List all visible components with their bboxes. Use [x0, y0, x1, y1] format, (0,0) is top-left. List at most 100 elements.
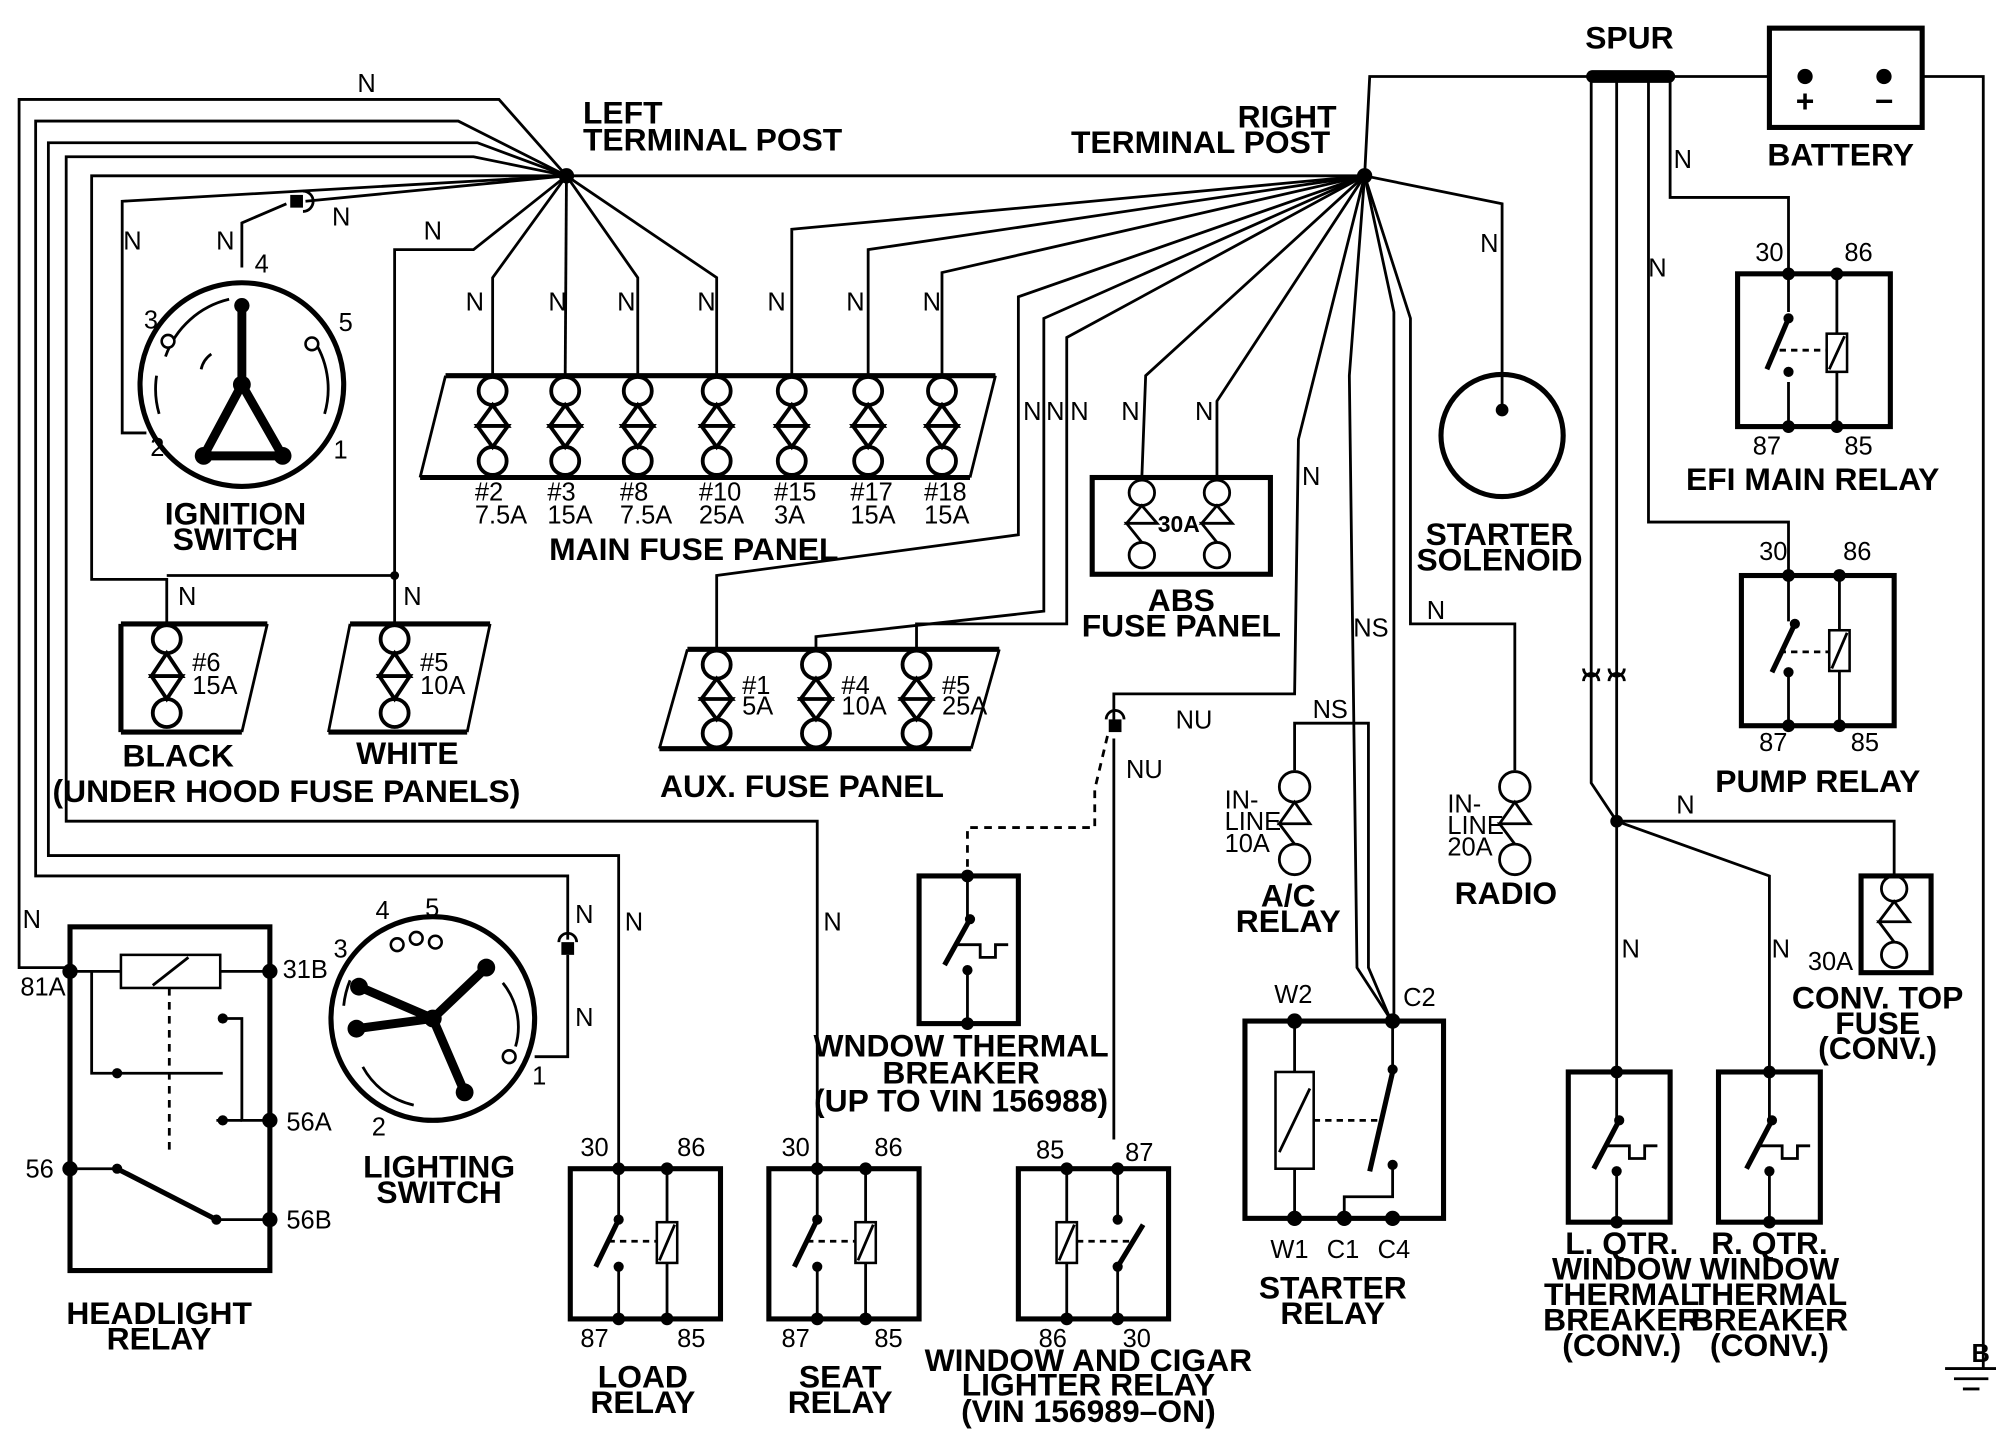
svg-text:IGNITION: IGNITION: [165, 496, 306, 532]
svg-text:BREAKER: BREAKER: [1543, 1301, 1700, 1337]
fuse-id: #10: [699, 478, 741, 506]
svg-text:NU: NU: [1176, 706, 1213, 734]
svg-text:(VIN 156989–ON): (VIN 156989–ON): [961, 1393, 1216, 1429]
fuse: #87.5A: [618, 375, 672, 529]
svg-text:(UP TO VIN 156988): (UP TO VIN 156988): [814, 1082, 1108, 1118]
abs-fuse: 30A: [1123, 478, 1236, 570]
svg-text:N: N: [123, 228, 141, 256]
fuse-id: #8: [620, 478, 648, 506]
svg-text:IN-: IN-: [1225, 786, 1259, 814]
svg-text:CONV. TOP: CONV. TOP: [1792, 979, 1964, 1015]
svg-text:N: N: [1302, 463, 1320, 491]
svg-text:N: N: [697, 289, 715, 317]
svg-text:AUX. FUSE PANEL: AUX. FUSE PANEL: [660, 768, 944, 804]
left-post-label-2: TERMINAL POST: [583, 121, 843, 157]
svg-text:W1: W1: [1270, 1236, 1308, 1264]
svg-text:N: N: [548, 289, 566, 317]
svg-text:(CONV.): (CONV.): [1818, 1030, 1937, 1066]
svg-text:86: 86: [1843, 538, 1871, 566]
svg-text:(UNDER HOOD FUSE PANELS): (UNDER HOOD FUSE PANELS): [53, 773, 521, 809]
svg-text:85: 85: [1036, 1137, 1064, 1165]
svg-text:1: 1: [532, 1063, 546, 1091]
svg-text:RELAY: RELAY: [1280, 1295, 1385, 1331]
battery-plus: +: [1796, 83, 1815, 119]
svg-text:SWITCH: SWITCH: [376, 1174, 501, 1210]
svg-text:N: N: [23, 906, 41, 934]
inline-ac-fuse: IN- LINE 10A A/C RELAY: [1225, 770, 1341, 939]
fuse-amp: 25A: [699, 501, 744, 529]
svg-text:30: 30: [781, 1134, 809, 1162]
svg-text:LIGHTING: LIGHTING: [363, 1149, 515, 1185]
svg-text:56B: 56B: [286, 1207, 331, 1235]
svg-text:4: 4: [376, 897, 390, 925]
svg-text:86: 86: [677, 1134, 705, 1162]
svg-text:PUMP RELAY: PUMP RELAY: [1715, 763, 1920, 799]
fuse-amp: 10A: [420, 672, 465, 700]
window-cigar-relay: 85 87 86 30 WINDOW AND CIGAR LIGHTER REL…: [925, 1137, 1253, 1430]
svg-text:WINDOW: WINDOW: [1700, 1250, 1840, 1286]
svg-text:NU: NU: [1126, 756, 1163, 784]
svg-text:RELAY: RELAY: [590, 1384, 695, 1420]
svg-text:86: 86: [874, 1134, 902, 1162]
svg-text:2: 2: [150, 434, 164, 462]
svg-text:30: 30: [1123, 1325, 1151, 1353]
lqtr-breaker: L. QTR. WINDOW THERMAL BREAKER (CONV.): [1543, 1065, 1700, 1363]
fuse-id: #1: [742, 672, 770, 700]
fuse-amp: 15A: [547, 501, 592, 529]
svg-text:N: N: [1676, 792, 1694, 820]
svg-text:85: 85: [677, 1325, 705, 1353]
svg-text:SOLENOID: SOLENOID: [1416, 541, 1582, 577]
fuse-id: #3: [547, 478, 575, 506]
svg-text:20A: 20A: [1447, 834, 1492, 862]
svg-text:87: 87: [781, 1325, 809, 1353]
svg-text:N: N: [1023, 398, 1041, 426]
fuse-id: #5: [942, 672, 970, 700]
svg-text:10A: 10A: [1225, 830, 1270, 858]
svg-text:C4: C4: [1378, 1236, 1411, 1264]
wires: [17, 75, 1985, 1369]
svg-text:THERMAL: THERMAL: [1692, 1276, 1848, 1312]
svg-text:WINDOW: WINDOW: [1552, 1250, 1692, 1286]
svg-text:N: N: [216, 228, 234, 256]
svg-text:THERMAL: THERMAL: [1544, 1276, 1700, 1312]
junctions: [390, 168, 1624, 828]
svg-text:R. QTR.: R. QTR.: [1711, 1225, 1828, 1261]
svg-text:L. QTR.: L. QTR.: [1565, 1225, 1678, 1261]
svg-text:NS: NS: [1313, 696, 1348, 724]
right-post-label-2: TERMINAL POST: [1071, 124, 1331, 160]
svg-text:SWITCH: SWITCH: [173, 521, 298, 557]
svg-text:(CONV.): (CONV.): [1710, 1327, 1829, 1363]
svg-text:85: 85: [1844, 433, 1872, 461]
svg-text:30: 30: [580, 1134, 608, 1162]
svg-text:N: N: [617, 289, 635, 317]
svg-text:W2: W2: [1274, 981, 1312, 1009]
svg-text:LIGHTER RELAY: LIGHTER RELAY: [962, 1366, 1215, 1402]
starter-solenoid: STARTER SOLENOID: [1416, 371, 1583, 577]
svg-text:30A: 30A: [1158, 511, 1200, 537]
fuse-amp: 10A: [841, 692, 886, 720]
svg-text:IN-: IN-: [1447, 790, 1481, 818]
svg-text:N: N: [332, 203, 350, 231]
svg-text:5: 5: [425, 895, 439, 923]
svg-text:A/C: A/C: [1261, 877, 1316, 913]
svg-text:RELAY: RELAY: [1236, 903, 1341, 939]
svg-text:3: 3: [334, 935, 348, 963]
ignition-switch: 2 1 3 4 5 IGNITION SWITCH: [137, 251, 353, 557]
fuse-id: #6: [192, 649, 220, 677]
spur: SPUR: [1585, 20, 1676, 83]
svg-text:N: N: [575, 1004, 593, 1032]
svg-text:STARTER: STARTER: [1426, 516, 1574, 552]
svg-text:4: 4: [255, 251, 269, 279]
svg-text:3: 3: [144, 307, 158, 335]
battery: + − BATTERY: [1766, 25, 1925, 173]
svg-text:87: 87: [1753, 433, 1781, 461]
starter-relay: W2 C2 W1 C1 C4 STARTER RELAY: [1242, 981, 1447, 1331]
svg-text:30: 30: [1755, 239, 1783, 267]
svg-text:N: N: [1621, 935, 1639, 963]
